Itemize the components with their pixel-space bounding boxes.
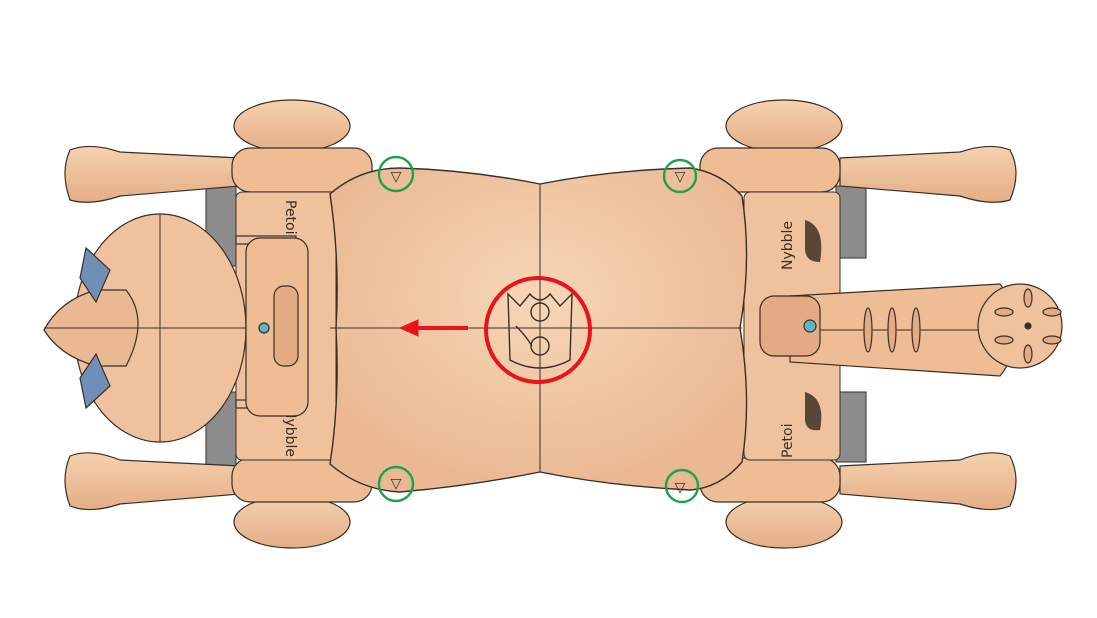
head-visor-lower <box>79 352 111 410</box>
head-screw <box>258 322 270 334</box>
triangle-mark-1: ▽ <box>391 169 402 185</box>
shoulder-front-upper <box>233 99 351 153</box>
label-rear-petoi: Petoi <box>780 423 796 458</box>
leg-rear-lower <box>839 452 1017 511</box>
tail-wheel <box>977 283 1063 369</box>
tail-wheel-spokes <box>994 288 1062 364</box>
tail-slot-1 <box>863 307 873 353</box>
leg-front-lower <box>64 452 241 511</box>
green-circle-rear-upper <box>662 158 698 194</box>
green-markers <box>377 155 700 504</box>
red-annotations <box>398 276 592 384</box>
head-bracket-slot <box>273 285 299 367</box>
main-body <box>329 167 748 493</box>
triangle-mark-4: ▽ <box>675 480 686 496</box>
tail-screw <box>803 319 817 333</box>
tail-servo-housing <box>759 295 821 357</box>
shoulder-rear-upper <box>725 99 843 153</box>
tail <box>759 283 1063 377</box>
head <box>43 213 297 443</box>
green-circle-front-lower <box>377 465 415 503</box>
direction-arrow-head <box>398 319 419 337</box>
green-circle-front-upper <box>377 155 415 193</box>
label-front-nybble: Nybble <box>282 408 298 457</box>
red-circle-logo <box>484 276 592 384</box>
slot-upper <box>805 220 822 262</box>
head-visor-upper <box>79 246 111 304</box>
head-bracket <box>245 237 309 417</box>
side-frame-text: Petoi Nybble Nybble Petoi <box>282 200 796 458</box>
tail-slot-2 <box>887 307 897 353</box>
label-rear-nybble: Nybble <box>780 221 796 270</box>
triangle-marks: ▽ ▽ ▽ ▽ <box>391 169 686 496</box>
green-circle-rear-lower <box>664 468 700 504</box>
triangle-mark-3: ▽ <box>391 476 402 492</box>
leg-front-upper <box>64 145 241 203</box>
tail-slot-3 <box>911 307 921 353</box>
shoulder-front-lower <box>233 495 351 549</box>
label-front-petoi: Petoi <box>282 200 298 235</box>
leg-rear-upper <box>839 145 1017 203</box>
rear-frame-slots <box>805 220 822 431</box>
slot-lower <box>805 392 822 431</box>
shoulder-rear-lower <box>725 495 843 549</box>
servo-rear-right <box>835 391 867 463</box>
triangle-mark-2: ▽ <box>675 169 686 185</box>
tail-wheel-hub <box>1024 322 1032 330</box>
petoi-logo <box>507 292 573 369</box>
